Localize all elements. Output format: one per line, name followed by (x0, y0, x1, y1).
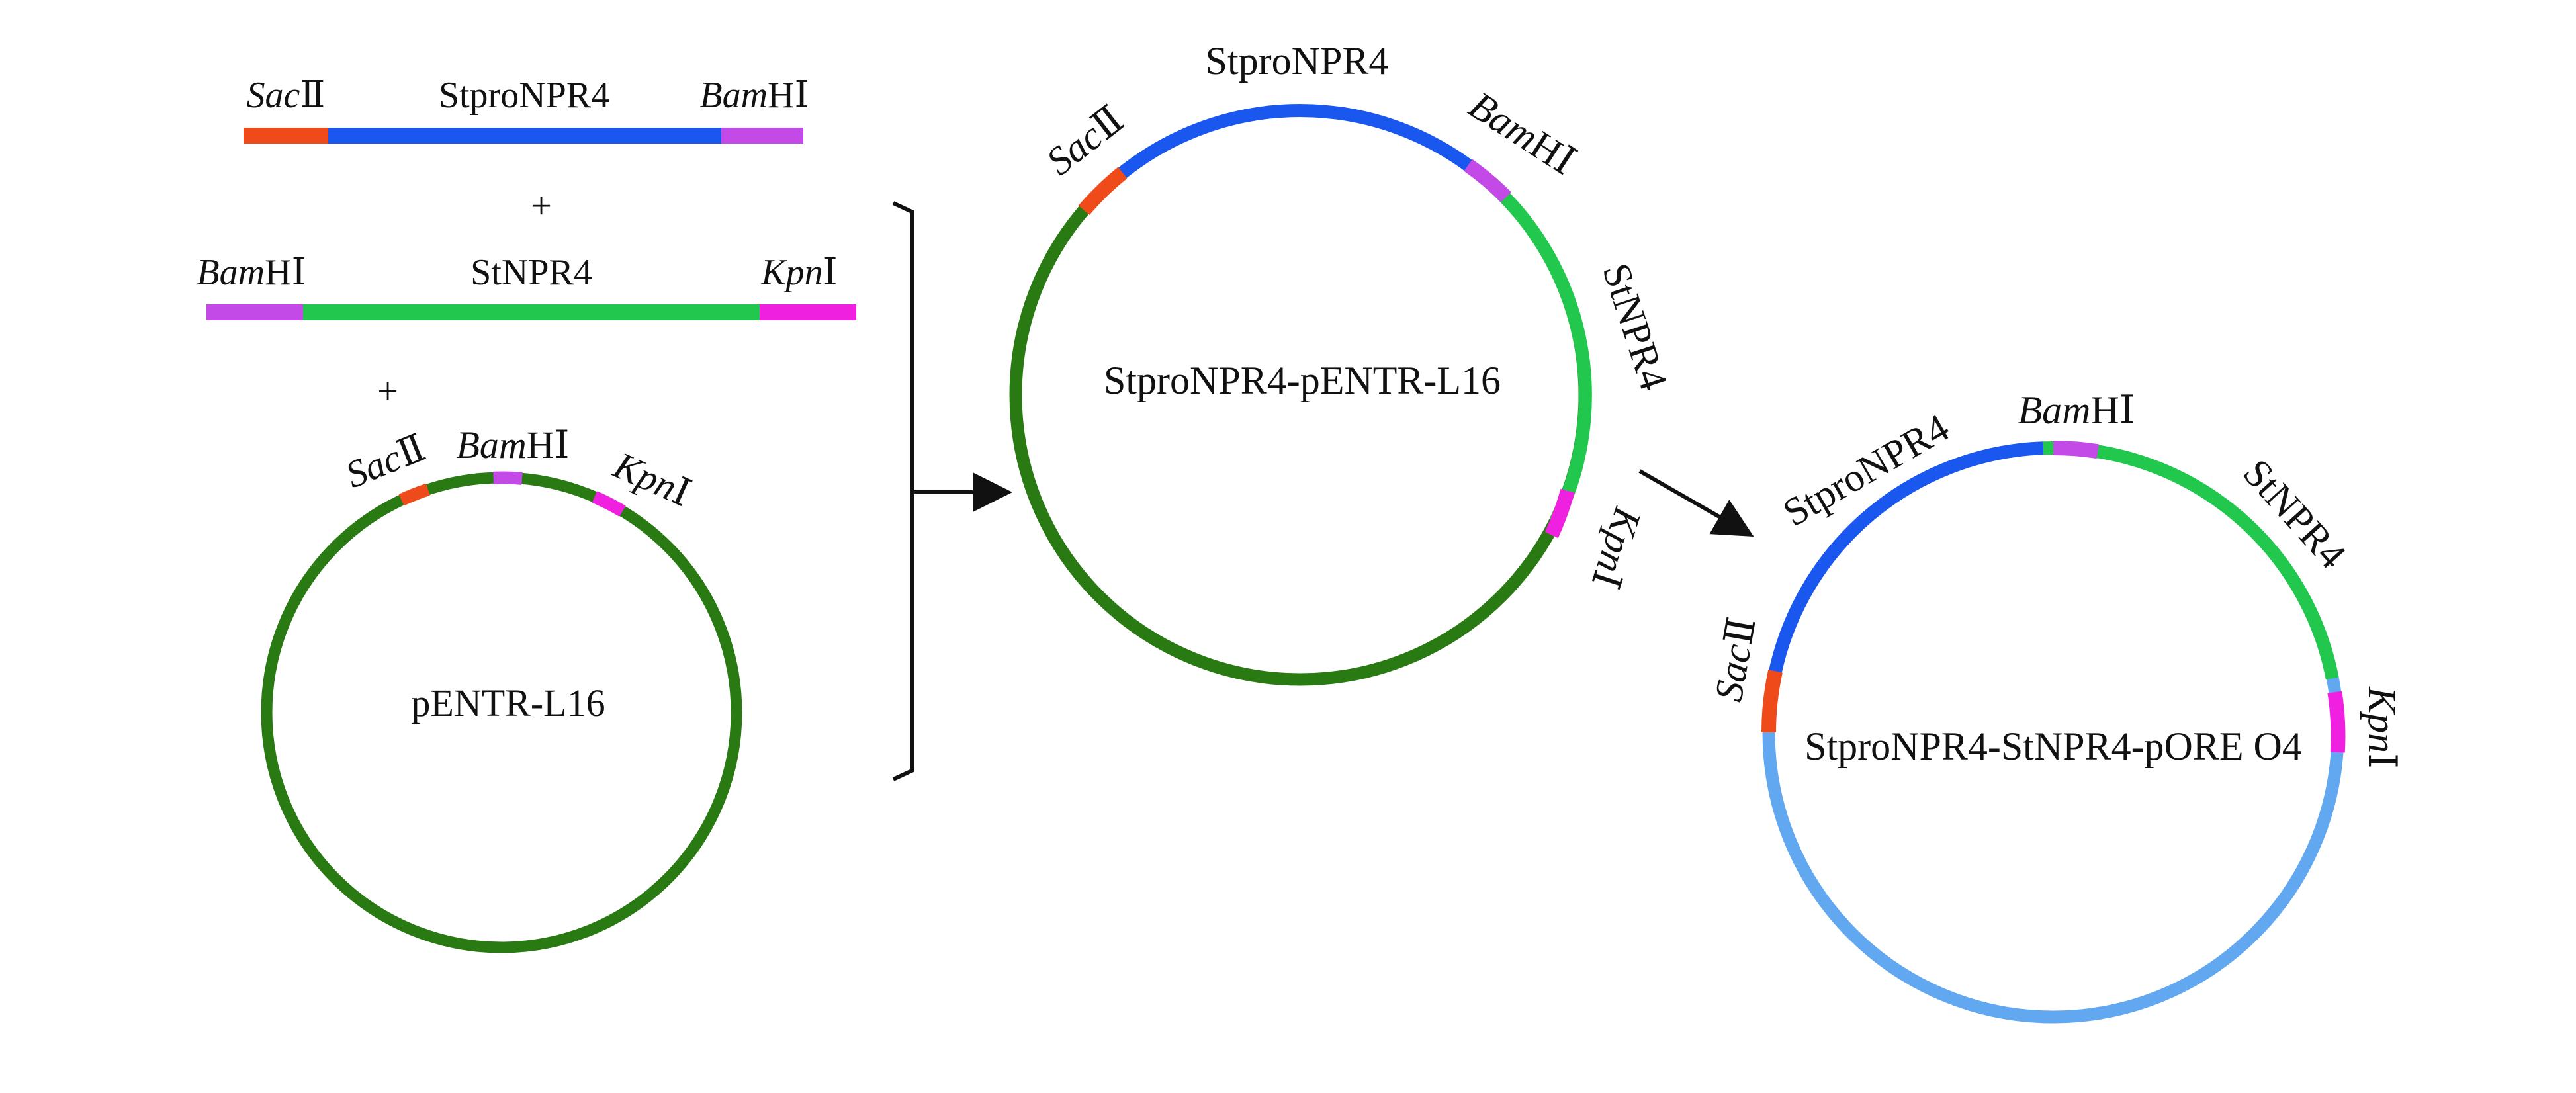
bamhi-site-label: BamHⅠ (2018, 388, 2135, 432)
gene-segment (303, 304, 760, 320)
combine-bracket (892, 201, 914, 781)
gene-fragment: BamHⅠ StNPR4 KpnⅠ (197, 252, 856, 320)
kpni-site-label: KpnⅠ (2360, 686, 2404, 769)
sacii-site-mark (1078, 167, 1128, 216)
bamhi-segment (206, 304, 303, 320)
sacii-site-mark (1761, 669, 1783, 733)
gene-insert-label: StNPR4 (1594, 258, 1676, 396)
gene-name-label: StNPR4 (470, 252, 592, 293)
pentr-l16-plasmid: pENTR-L16 SacⅡ BamHⅠ KpnⅠ (261, 423, 742, 953)
promoter-name-label: StproNPR4 (439, 75, 609, 116)
bamhi-site-mark (1464, 159, 1511, 202)
kpni-site-label: KpnⅠ (1583, 502, 1650, 593)
bamhi-segment (721, 128, 803, 144)
kpni-segment (760, 304, 856, 320)
kpni-site-label: KpnⅠ (760, 252, 837, 293)
kpni-site-mark (2327, 691, 2346, 753)
promoter-insert-arc (1118, 104, 1486, 181)
bamhi-site-label: BamHⅠ (197, 252, 306, 293)
promoter-insert-arc (1766, 441, 2044, 687)
entry-clone-name-label: StproNPR4-pENTR-L16 (1104, 359, 1501, 402)
kpni-site-mark (592, 491, 626, 517)
promoter-fragment: SacⅡ StproNPR4 BamHⅠ (244, 75, 809, 144)
bamhi-site-label: BamHⅠ (456, 423, 569, 466)
gene-insert-label: StNPR4 (2235, 451, 2355, 576)
sacii-site-mark (398, 483, 430, 506)
gene-insert-arc (2043, 441, 2339, 680)
arrow-to-final-construct (1638, 469, 1754, 537)
bamhi-site-label: BamHⅠ (699, 75, 809, 116)
plus-sign-2: + (377, 371, 398, 412)
sacii-site-label: SacⅡ (247, 75, 326, 116)
promoter-segment (328, 128, 721, 144)
final-construct-name-label: StproNPR4-StNPR4-pORE O4 (1804, 724, 2302, 768)
sacii-site-label: SacⅡ (1707, 614, 1764, 705)
promoter-insert-label: StproNPR4 (1206, 39, 1389, 83)
kpni-site-mark (1544, 488, 1575, 539)
entry-clone-plasmid: StproNPR4-pENTR-L16 StproNPR4 StNPR4 Sac… (1009, 39, 1676, 686)
gene-insert-arc (1476, 170, 1592, 525)
plus-sign-1: + (531, 186, 552, 227)
sacii-site-label: SacⅡ (339, 426, 431, 496)
sacii-segment (244, 128, 328, 144)
bamhi-site-mark (2053, 441, 2099, 459)
final-construct-plasmid: StproNPR4-StNPR4-pORE O4 StproNPR4 StNPR… (1707, 388, 2404, 1024)
pentr-name-label: pENTR-L16 (411, 681, 605, 724)
